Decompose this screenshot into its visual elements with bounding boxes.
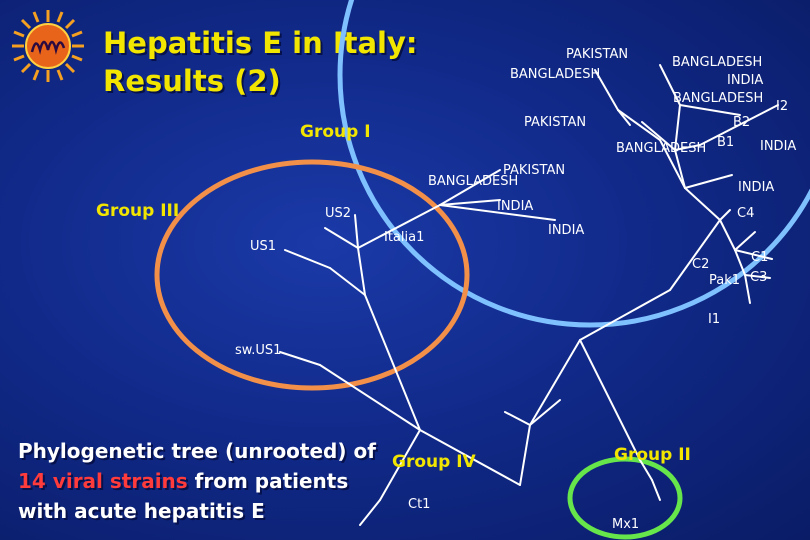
tree-branch [744,274,771,279]
group-II-circle [567,456,683,540]
tree-branch [519,424,531,486]
tree-branch [354,214,359,249]
tree-labels: PAKISTANBANGLADESHBANGLADESHINDIABANGLAD… [96,47,796,532]
tree-branch [319,364,421,431]
tree-branch [719,219,736,251]
strain-label: PAKISTAN [503,163,565,178]
tree-branch [379,429,421,501]
tree-branch [419,429,521,486]
caption-line-3: with acute hepatitis E [18,499,265,523]
strain-label: Pak1 [709,273,740,288]
tree-branch [357,204,441,249]
group-circles [154,0,810,540]
strain-label: B2 [733,115,750,130]
tree-branches [279,64,779,526]
tree-branch [529,399,561,426]
tree-branch [529,339,581,426]
tree-branch [284,249,331,269]
tree-branch [617,109,661,141]
group-label-II: Group II [614,445,691,465]
strain-label: BANGLADESH [672,55,762,70]
caption-highlight: 14 viral strains [18,469,188,493]
strain-label: C1 [751,250,768,265]
strain-label: US2 [325,206,351,221]
title-line-2: Results (2) [103,64,281,98]
tree-branch [579,339,641,461]
tree-branch [364,294,421,431]
tree-branch [684,174,733,189]
slide-title: Hepatitis E in Italy: Results (2) [103,24,417,100]
strain-label: Mx1 [612,517,639,532]
strain-label: PAKISTAN [524,115,586,130]
strain-label: Italia1 [384,230,424,245]
strain-label: sw.US1 [235,343,281,358]
tree-branch [641,121,676,151]
tree-branch [719,209,731,221]
tree-branch [651,479,661,501]
tree-branch [734,249,773,260]
tree-branch [439,199,501,206]
group-III-circle [154,159,470,391]
strain-label: INDIA [727,73,763,88]
tree-branch [734,231,756,251]
strain-label: Ct1 [408,497,430,512]
strain-label: BANGLADESH [510,67,600,82]
tree-branch [504,411,531,426]
caption-line-1: Phylogenetic tree (unrooted) of [18,439,376,463]
tree-branch [744,274,751,304]
tree-branch [659,64,681,106]
tree-branch [669,219,721,291]
caption: Phylogenetic tree (unrooted) of 14 viral… [18,436,376,526]
group-label-IV: Group IV [392,452,477,472]
tree-branch [734,249,746,276]
strain-label: INDIA [760,139,796,154]
tree-branch [324,227,359,249]
strain-label: B1 [717,135,734,150]
strain-label: C4 [737,206,754,221]
group-label-I: Group I [300,122,371,142]
tree-branch [674,144,701,151]
tree-branch [439,204,556,221]
tree-branch [699,104,779,146]
tree-branch [659,139,686,189]
strain-label: C2 [692,257,709,272]
strain-label: I1 [708,312,720,327]
strain-label: C3 [750,270,767,285]
tree-branch [617,109,631,126]
tree-branch [679,104,741,116]
caption-line-2-rest: from patients [187,469,349,493]
strain-label: I2 [776,99,788,114]
strain-label: INDIA [738,180,774,195]
group-I-circle [337,0,810,328]
group-label-III: Group III [96,201,179,221]
strain-label: BANGLADESH [428,174,518,189]
strain-label: BANGLADESH [673,91,763,106]
title-line-1: Hepatitis E in Italy: [103,26,418,60]
tree-branch [674,104,681,151]
strain-label: US1 [250,239,276,254]
tree-branch [357,247,366,296]
tree-branch [579,289,671,341]
tree-branch [439,169,501,206]
tree-branch [279,351,321,366]
strain-label: PAKISTAN [566,47,628,62]
tree-branch [329,267,366,296]
virus-sun-icon [12,10,84,82]
strain-label: BANGLADESH [616,141,706,156]
tree-branch [359,499,381,526]
strain-label: INDIA [497,199,533,214]
strain-label: INDIA [548,223,584,238]
tree-branch [594,69,619,111]
tree-branch [639,459,653,481]
tree-branch [674,149,686,189]
tree-branch [684,187,721,221]
